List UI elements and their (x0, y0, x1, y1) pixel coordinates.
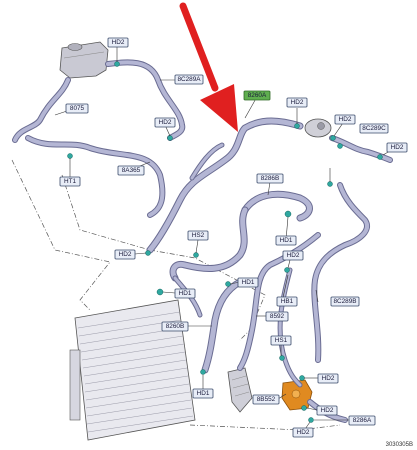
label-8b552: 8B552 (252, 394, 280, 405)
thermostat-housing (304, 118, 332, 138)
coolant-pump (281, 379, 313, 411)
label-8c289c-text: 8C289C (362, 125, 386, 132)
label-hs1: HS1 (270, 335, 292, 346)
label-hd2-e-text: HD2 (321, 407, 334, 414)
label-8c289c: 8C289C (359, 123, 389, 134)
label-8075-text: 8075 (70, 105, 85, 112)
label-ht1-text: HT1 (64, 178, 77, 185)
label-hd2-left-text: HD2 (159, 119, 172, 126)
label-8260b: 8260B (161, 321, 189, 332)
label-hd1-d-text: HD1 (197, 390, 210, 397)
label-hd2-b-text: HD2 (119, 251, 132, 258)
label-8260a: 8260A (243, 90, 271, 101)
heater-core (227, 367, 253, 413)
expansion-tank (59, 41, 109, 79)
hose-clips (67, 61, 383, 423)
bay-outline-4 (61, 174, 151, 251)
label-hd2-f-text: HD2 (297, 429, 310, 436)
label-hd1-b-text: HD1 (242, 279, 255, 286)
label-8c289a-text: 8C289A (177, 76, 201, 83)
label-hd2-mid-text: HD2 (291, 99, 304, 106)
label-8075: 8075 (65, 103, 89, 114)
label-8a365: 8A365 (117, 165, 145, 176)
label-hd2-far: HD2 (386, 142, 408, 153)
label-hd2-left: HD2 (154, 117, 176, 128)
label-hd1-b: HD1 (237, 277, 259, 288)
label-hd2-b: HD2 (114, 249, 136, 260)
label-8a365-text: 8A365 (122, 167, 141, 174)
label-8c289b: 8C289B (330, 296, 360, 307)
bay-outline-3 (189, 424, 341, 431)
bay-outline-2 (149, 249, 266, 341)
label-hd2-right: HD2 (334, 114, 356, 125)
label-hd2-e: HD2 (316, 405, 338, 416)
label-hd2-mid: HD2 (286, 97, 308, 108)
label-8286a-text: 8286A (353, 417, 372, 424)
label-8592: 8592 (265, 311, 289, 322)
label-hd2-d: HD2 (317, 373, 339, 384)
hose-group (12, 59, 393, 423)
label-ht1: HT1 (59, 176, 81, 187)
label-hd2-c: HD2 (282, 250, 304, 261)
label-8592-text: 8592 (270, 313, 285, 320)
label-hb1: HB1 (276, 296, 298, 307)
diagram-code-caption: 3030305B (386, 442, 413, 448)
label-hd2-f: HD2 (292, 427, 314, 438)
label-hd2-far-text: HD2 (391, 144, 404, 151)
label-8260a-text: 8260A (248, 92, 267, 99)
label-hd2-top: HD2 (107, 37, 129, 48)
label-8286a: 8286A (348, 415, 376, 426)
label-hd2-top-text: HD2 (112, 39, 125, 46)
label-hd1-c: HD1 (174, 288, 196, 299)
label-8286b-text: 8286B (261, 175, 279, 182)
label-hd2-right-text: HD2 (339, 116, 352, 123)
label-hd1-d: HD1 (192, 388, 214, 399)
label-8260b-text: 8260B (166, 323, 184, 330)
leader-lines (54, 47, 396, 433)
label-hd1-c-text: HD1 (179, 290, 192, 297)
radiator (69, 299, 196, 441)
label-hd2-c-text: HD2 (287, 252, 300, 259)
label-hs2-text: HS2 (192, 232, 205, 239)
label-hd1-a-text: HD1 (280, 237, 293, 244)
label-hs2: HS2 (187, 230, 209, 241)
label-hs1-text: HS1 (275, 337, 288, 344)
label-8286b: 8286B (256, 173, 284, 184)
label-8c289b-text: 8C289B (333, 298, 356, 305)
red-pointer-arrow (179, 2, 238, 132)
label-hd1-a: HD1 (275, 235, 297, 246)
label-8c289a: 8C289A (174, 74, 204, 85)
label-8b552-text: 8B552 (257, 396, 276, 403)
label-hd2-d-text: HD2 (322, 375, 335, 382)
label-hb1-text: HB1 (281, 298, 294, 305)
